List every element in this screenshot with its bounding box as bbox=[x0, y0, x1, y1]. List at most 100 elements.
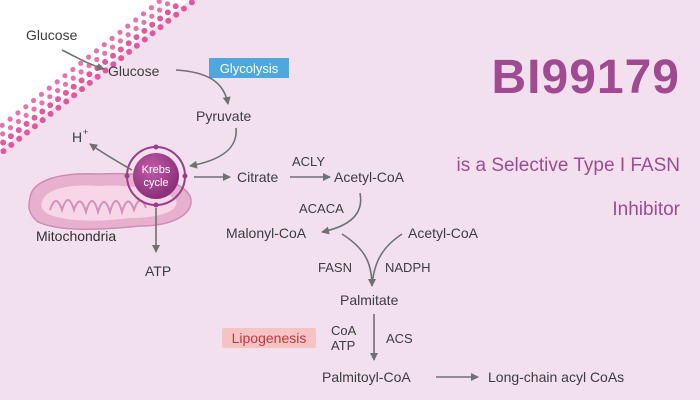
krebs-label-line1: Krebs bbox=[142, 164, 171, 176]
membrane-dot bbox=[133, 25, 139, 32]
membrane-dot bbox=[23, 120, 30, 127]
h-plus-label: H bbox=[72, 129, 82, 145]
membrane-dot bbox=[70, 66, 76, 73]
acetyl-coa-label-1: Acetyl-CoA bbox=[334, 169, 405, 185]
membrane-dot bbox=[94, 56, 100, 63]
membrane-dot bbox=[47, 94, 53, 100]
acs-label: ACS bbox=[386, 331, 413, 346]
membrane-dot bbox=[125, 23, 131, 29]
membrane-dot bbox=[78, 60, 84, 66]
membrane-dot bbox=[15, 127, 22, 134]
membrane-dot bbox=[15, 110, 21, 116]
lipogenesis-box bbox=[222, 328, 316, 348]
arrow-to-h-plus bbox=[89, 143, 133, 171]
h-plus-superscript: + bbox=[83, 127, 88, 137]
glucose-inside-label: Glucose bbox=[108, 63, 160, 79]
glycolysis-box bbox=[209, 58, 289, 78]
krebs-label-line2: cycle bbox=[143, 177, 168, 189]
membrane-dot bbox=[156, 0, 162, 4]
citrate-label: Citrate bbox=[237, 169, 278, 185]
membrane-dot bbox=[23, 104, 29, 110]
arrow-to-pyruvate bbox=[175, 69, 231, 105]
membrane-dot bbox=[55, 87, 61, 94]
membrane-dot bbox=[117, 46, 124, 53]
krebs-cycle bbox=[124, 144, 188, 208]
membrane-dot bbox=[181, 5, 187, 12]
membrane-dot bbox=[164, 1, 171, 7]
membrane-dot bbox=[173, 11, 180, 18]
membrane-dot bbox=[133, 17, 139, 23]
membrane-dots bbox=[0, 0, 195, 155]
arrow-to-malonyl-coa bbox=[321, 192, 362, 235]
membrane-dot bbox=[79, 86, 85, 93]
membrane-dot bbox=[141, 27, 148, 34]
membrane-dot bbox=[39, 117, 46, 124]
palmitoyl-coa-label: Palmitoyl-CoA bbox=[322, 369, 411, 385]
membrane-dot bbox=[86, 54, 92, 60]
membrane-dot bbox=[47, 102, 54, 109]
membrane-dot bbox=[62, 89, 69, 96]
membrane-dot bbox=[110, 52, 116, 59]
membrane-dot bbox=[149, 13, 155, 19]
membrane-dot bbox=[0, 122, 5, 128]
membrane-dot bbox=[23, 112, 29, 118]
glucose-outside-label: Glucose bbox=[26, 27, 78, 43]
membrane-dot bbox=[157, 24, 164, 31]
membrane-dot bbox=[94, 73, 101, 80]
cell-membrane bbox=[0, 0, 195, 155]
membrane-dot bbox=[24, 129, 30, 136]
membrane-dot bbox=[118, 55, 125, 62]
membrane-dot bbox=[0, 148, 7, 155]
membrane-dot bbox=[109, 44, 116, 50]
long-chain-acyl-coas-label: Long-chain acyl CoAs bbox=[488, 369, 624, 385]
membrane-dot bbox=[55, 104, 62, 111]
membrane-dot bbox=[62, 81, 69, 87]
membrane-dot bbox=[78, 77, 85, 84]
membrane-dot bbox=[7, 116, 13, 122]
membrane-dot bbox=[31, 123, 38, 130]
membrane-dot bbox=[93, 48, 99, 54]
compound-subtitle-line1: is a Selective Type I FASN bbox=[456, 155, 680, 176]
membrane-dot bbox=[7, 133, 14, 140]
membrane-dot bbox=[70, 75, 76, 81]
membrane-dot bbox=[149, 21, 156, 28]
membrane-dot bbox=[188, 0, 195, 6]
membrane-dot bbox=[125, 40, 132, 47]
membrane-dot bbox=[109, 35, 115, 42]
membrane-dot bbox=[7, 125, 14, 131]
membrane-dot bbox=[133, 34, 140, 41]
membrane-dot bbox=[101, 42, 107, 48]
membrane-dot bbox=[117, 38, 123, 44]
membrane-dot bbox=[141, 19, 147, 25]
malonyl-coa-label: Malonyl-CoA bbox=[226, 225, 307, 241]
membrane-dot bbox=[0, 139, 7, 146]
atp-label: ATP bbox=[145, 263, 171, 279]
arrow-to-krebs bbox=[189, 127, 237, 169]
membrane-dot bbox=[157, 15, 164, 22]
membrane-dot bbox=[70, 83, 77, 90]
membrane-dot bbox=[126, 48, 133, 55]
acaca-label: ACACA bbox=[299, 201, 344, 216]
membrane-dot bbox=[31, 106, 37, 112]
membrane-dot bbox=[55, 96, 61, 103]
membrane-dot bbox=[62, 73, 68, 79]
membrane-dot bbox=[164, 9, 171, 16]
membrane-dot bbox=[71, 92, 78, 99]
lipogenesis-label: Lipogenesis bbox=[232, 330, 307, 346]
acetyl-coa-label-2: Acetyl-CoA bbox=[408, 225, 479, 241]
membrane-dot bbox=[110, 61, 117, 68]
membrane-dot bbox=[172, 3, 179, 10]
compound-subtitle-line2: Inhibitor bbox=[612, 199, 680, 220]
membrane-dot bbox=[46, 85, 52, 91]
membrane-dot bbox=[54, 79, 60, 85]
arrow-acetyl-to-palmitate bbox=[371, 233, 403, 287]
membrane-dot bbox=[165, 17, 172, 24]
membrane-dot bbox=[63, 98, 70, 105]
membrane-dot bbox=[39, 100, 45, 106]
membrane-dot bbox=[15, 118, 21, 125]
membrane-dot bbox=[86, 79, 93, 86]
arrow-glucose-in bbox=[61, 49, 105, 71]
membrane-dot bbox=[39, 108, 46, 115]
membrane-dot bbox=[86, 71, 93, 78]
